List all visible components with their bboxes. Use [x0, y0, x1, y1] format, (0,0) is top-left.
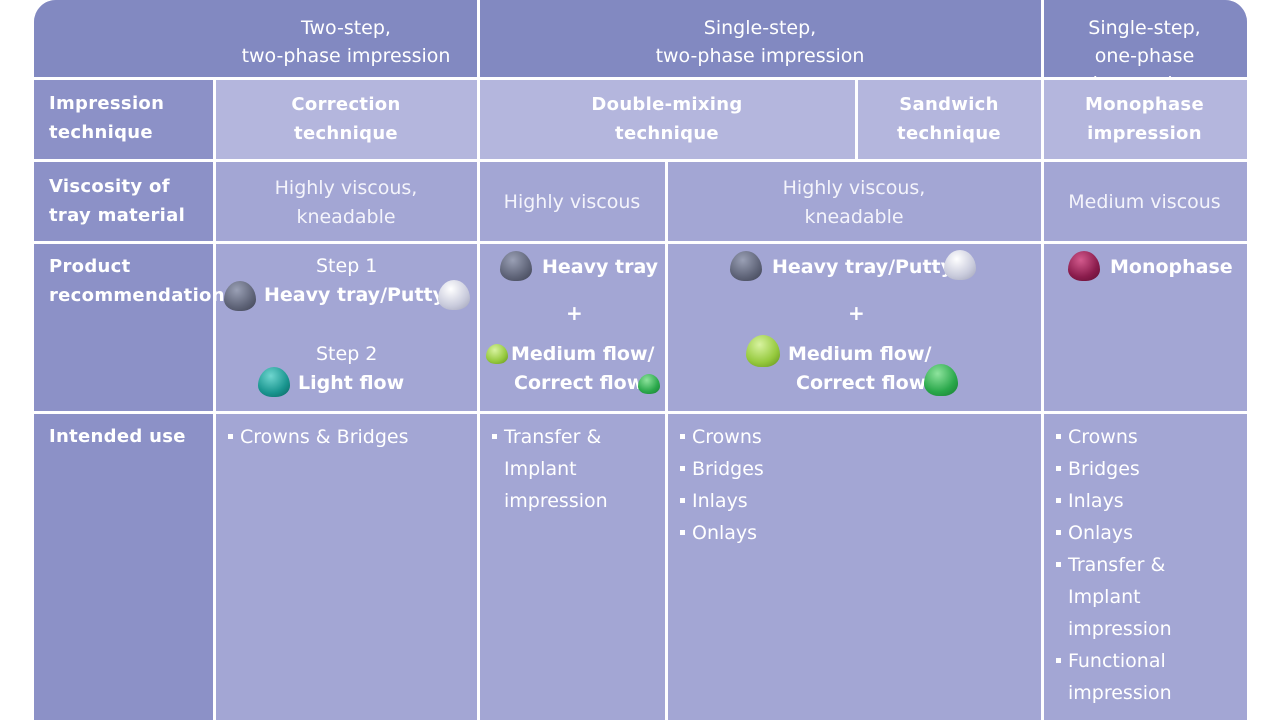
medium-flow-label: Medium flow/	[511, 343, 655, 365]
step-2-label: Step 2	[316, 343, 378, 365]
header-single-step-one-phase: Single-step, one-phase impression	[1042, 0, 1247, 95]
label-line: Impression	[49, 93, 165, 114]
divider	[213, 78, 216, 720]
viscosity-line: Highly viscous,	[274, 177, 418, 199]
list-item: impression	[1068, 618, 1172, 640]
intended-use-double-mixing: Transfer & Implant impression	[492, 421, 608, 517]
intended-use-sandwich: Crowns Bridges Inlays Onlays	[680, 421, 764, 549]
header-two-step-two-phase: Two-step, two-phase impression	[214, 0, 478, 78]
divider	[665, 160, 668, 720]
list-item: Implant	[504, 458, 577, 480]
technique-line: Double-mixing	[591, 94, 743, 115]
divider	[477, 0, 480, 720]
heavy-tray-blob-icon	[224, 281, 256, 311]
viscosity-sandwich: Highly viscous, kneadable	[666, 160, 1042, 242]
divider	[1041, 0, 1044, 720]
divider	[34, 159, 1247, 162]
header-single-step-two-phase: Single-step, two-phase impression	[478, 0, 1042, 78]
double-mixing-technique: Double-mixing technique	[478, 78, 856, 160]
header-line-1: Two-step,	[301, 17, 391, 39]
technique-line: technique	[294, 123, 398, 144]
technique-line: Sandwich	[899, 94, 999, 115]
medium-flow-label: Medium flow/	[788, 343, 932, 365]
header-empty	[34, 0, 214, 78]
header-line-2: two-phase impression	[655, 45, 865, 67]
heavy-tray-putty-label: Heavy tray/Putty	[264, 284, 446, 306]
technique-line: technique	[615, 123, 719, 144]
list-item: Bridges	[680, 453, 764, 485]
light-flow-blob-icon	[258, 367, 290, 397]
list-item: impression	[1068, 682, 1172, 704]
label-line: Intended use	[49, 426, 186, 447]
list-item: impression	[504, 490, 608, 512]
label-viscosity: Viscosity of tray material	[34, 160, 214, 242]
correct-flow-blob-icon	[638, 374, 660, 394]
technique-line: technique	[897, 123, 1001, 144]
divider	[34, 241, 1247, 244]
divider	[34, 77, 1247, 80]
list-item: Onlays	[1056, 517, 1172, 549]
plus-sign: +	[848, 301, 865, 325]
list-item: Transfer &	[1056, 549, 1172, 581]
correction-technique: Correction technique	[214, 78, 478, 160]
label-line: Viscosity of	[49, 176, 170, 197]
heavy-tray-putty-label: Heavy tray/Putty	[772, 256, 954, 278]
intended-use-monophase: Crowns Bridges Inlays Onlays Transfer & …	[1056, 421, 1172, 709]
viscosity-line: kneadable	[804, 206, 904, 228]
label-impression-technique: Impression technique	[34, 78, 214, 160]
divider	[34, 411, 1247, 414]
viscosity-line: kneadable	[296, 206, 396, 228]
viscosity-line: Medium viscous	[1068, 191, 1221, 213]
list-item: Implant	[1068, 586, 1141, 608]
heavy-tray-blob-icon	[500, 251, 532, 281]
viscosity-line: Highly viscous,	[782, 177, 926, 199]
technique-line: Monophase	[1085, 94, 1204, 115]
monophase-blob-icon	[1068, 251, 1100, 281]
label-line: Product	[49, 256, 131, 277]
sandwich-technique: Sandwich technique	[856, 78, 1042, 160]
heavy-tray-label: Heavy tray	[542, 256, 659, 278]
impression-technique-table: Two-step, two-phase impression Single-st…	[34, 0, 1247, 720]
list-item: Onlays	[680, 517, 764, 549]
label-line: tray material	[49, 205, 186, 226]
list-item: Crowns	[1056, 421, 1172, 453]
list-item: Bridges	[1056, 453, 1172, 485]
intended-use-correction: Crowns & Bridges	[228, 421, 409, 453]
list-item: Crowns & Bridges	[228, 421, 409, 453]
technique-line: impression	[1087, 123, 1202, 144]
label-intended-use: Intended use	[34, 412, 214, 720]
list-item: Crowns	[680, 421, 764, 453]
viscosity-line: Highly viscous	[503, 191, 641, 213]
correct-flow-label: Correct flow	[514, 372, 645, 394]
medium-flow-blob-icon	[486, 344, 508, 364]
monophase-impression-technique: Monophase impression	[1042, 78, 1247, 160]
list-item: Inlays	[1056, 485, 1172, 517]
putty-blob-icon	[438, 280, 470, 310]
list-item: Transfer &	[492, 421, 608, 453]
technique-line: Correction	[291, 94, 401, 115]
correct-flow-label: Correct flow	[796, 372, 927, 394]
viscosity-double-mixing: Highly viscous	[478, 160, 666, 242]
label-product-recommendation: Product recommendation	[34, 242, 225, 412]
heavy-tray-blob-icon	[730, 251, 762, 281]
putty-blob-icon	[944, 250, 976, 280]
label-line: recommendation	[49, 285, 225, 306]
correct-flow-blob-icon	[924, 364, 958, 396]
plus-sign: +	[566, 301, 583, 325]
viscosity-correction: Highly viscous, kneadable	[214, 160, 478, 242]
header-line-1: Single-step,	[1088, 17, 1201, 39]
divider	[855, 78, 858, 160]
list-item: Inlays	[680, 485, 764, 517]
medium-flow-blob-icon	[746, 335, 780, 367]
header-line-2: two-phase impression	[241, 45, 451, 67]
header-line-1: Single-step,	[703, 17, 817, 39]
viscosity-monophase: Medium viscous	[1042, 160, 1247, 242]
monophase-label: Monophase	[1110, 256, 1233, 278]
light-flow-label: Light flow	[298, 372, 405, 394]
list-item: Functional	[1056, 645, 1172, 677]
label-line: technique	[49, 122, 153, 143]
step-1-label: Step 1	[316, 255, 378, 277]
